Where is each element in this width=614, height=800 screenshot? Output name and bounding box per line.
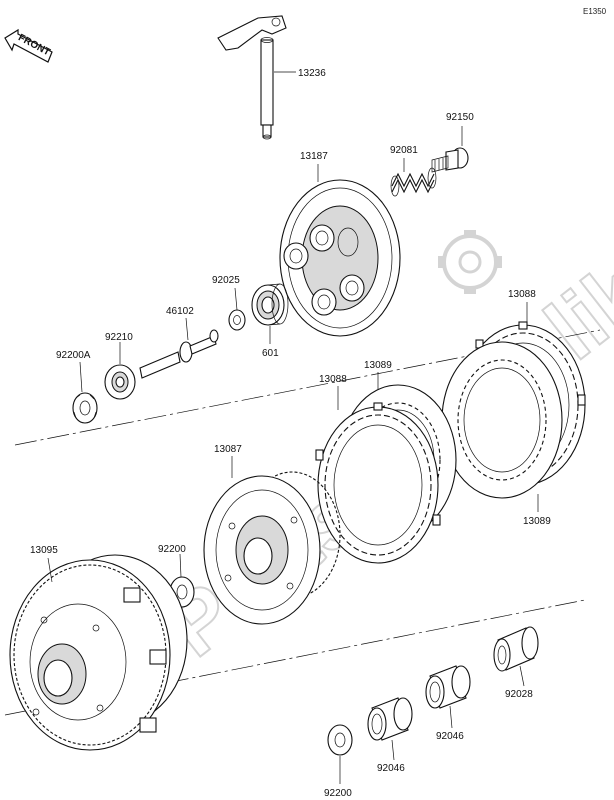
label-601: 601 xyxy=(262,348,279,359)
part-92210-nut xyxy=(104,364,136,400)
part-92150-bolt xyxy=(431,147,469,173)
label-13187: 13187 xyxy=(300,151,328,162)
label-13236: 13236 xyxy=(298,68,326,79)
label-92210: 92210 xyxy=(105,332,133,343)
part-13187-pressure-plate xyxy=(279,179,401,337)
part-92025-washer xyxy=(228,309,246,331)
label-92028: 92028 xyxy=(505,689,533,700)
label-13087: 13087 xyxy=(214,444,242,455)
part-92046-needle-bearing-right xyxy=(425,665,471,709)
diagram-code: E1350 xyxy=(583,7,607,16)
part-92081-spring xyxy=(390,167,437,197)
part-13095-clutch-housing xyxy=(9,554,188,751)
label-46102: 46102 xyxy=(166,306,194,317)
gear-watermark-icon xyxy=(438,230,502,294)
front-arrow-icon: FRONT xyxy=(4,28,53,63)
label-92200a: 92200A xyxy=(56,350,91,361)
label-92046-right: 92046 xyxy=(436,731,464,742)
part-46102-shaft xyxy=(139,329,219,379)
part-92028-bushing xyxy=(493,626,539,672)
label-13089-right: 13089 xyxy=(523,516,551,527)
label-13089-top: 13089 xyxy=(364,360,392,371)
part-92046-needle-bearing-left xyxy=(367,697,413,741)
label-13088-left: 13088 xyxy=(319,374,347,385)
label-92200-middle: 92200 xyxy=(158,544,186,555)
part-13089-steel-plate-right xyxy=(441,341,563,499)
part-92200a-lock-washer xyxy=(72,392,98,424)
part-13236-push-lever xyxy=(217,15,287,140)
label-92025: 92025 xyxy=(212,275,240,286)
part-92200-washer-bottom xyxy=(327,724,353,756)
part-13088-friction-plate-left xyxy=(315,402,441,564)
label-92081: 92081 xyxy=(390,145,418,156)
label-92046-left: 92046 xyxy=(377,763,405,774)
part-601-bearing xyxy=(251,283,289,326)
label-92200-bottom: 92200 xyxy=(324,788,352,799)
part-13087-clutch-hub xyxy=(203,471,341,625)
label-13088-right: 13088 xyxy=(508,289,536,300)
label-13095: 13095 xyxy=(30,545,58,556)
label-92150: 92150 xyxy=(446,112,474,123)
